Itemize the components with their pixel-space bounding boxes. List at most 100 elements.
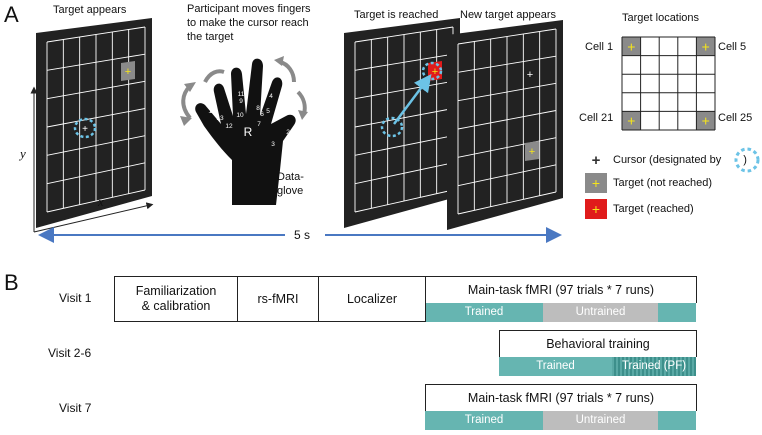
caption-participant-line2: to make the cursor reach [187, 17, 309, 29]
caption-target-appears: Target appears [53, 4, 127, 16]
yellow-plus-icon: + [702, 113, 710, 129]
caption-participant-line3: the target [187, 31, 234, 43]
caption-target-locations: Target locations [622, 12, 700, 24]
sensor-number: 12 [225, 123, 233, 130]
target-reached-swatch [585, 199, 607, 219]
cursor-ring-icon [734, 147, 760, 173]
grid-line [457, 191, 557, 215]
grid-line [46, 162, 146, 185]
legend-reached-label: Target (reached) [613, 203, 694, 215]
sensor-number: 11 [238, 91, 245, 98]
grid-line [457, 82, 557, 102]
screen-target-appears: + + [36, 18, 152, 228]
caption-participant: Participant moves fingers to make the cu… [187, 2, 311, 44]
familiarization-line2: & calibration [141, 299, 211, 313]
seg-trained-pf-v26: Trained (PF) [621, 360, 687, 372]
label-cell25: Cell 25 [718, 112, 753, 124]
corner-target-cell [696, 37, 715, 56]
corner-target-cell [622, 111, 641, 130]
box-main-task-v7: Main-task fMRI (97 trials * 7 runs) [425, 384, 697, 411]
grid-line [457, 110, 557, 130]
legend: + + + [585, 147, 760, 219]
sensor-number: 3 [271, 141, 275, 148]
sensor-number: 8 [256, 105, 260, 112]
grid-screen-2 [354, 26, 454, 213]
box-localizer: Localizer [318, 276, 426, 322]
bar-trained-v7 [425, 410, 543, 430]
yellow-plus-icon: + [627, 113, 635, 129]
caption-data-glove: Data- glove [277, 170, 304, 198]
caption-glove-line2: glove [277, 185, 304, 197]
grid-line [354, 135, 454, 156]
seg-untrained-v7: Untrained [575, 414, 626, 426]
bar-trained-pf-v26 [612, 356, 696, 376]
axis-x-label: x [98, 194, 104, 209]
yellow-plus-icon: + [592, 175, 600, 191]
grid-line [46, 80, 146, 100]
bar-trained-tail-v1 [658, 302, 696, 322]
yellow-plus-icon: + [125, 66, 131, 78]
yellow-plus-icon: + [432, 66, 438, 78]
motion-arrowheads [180, 56, 308, 126]
grid-line [457, 28, 557, 45]
grid-line [354, 189, 454, 213]
legend-cursor-close: ) [743, 154, 747, 166]
cursor-path-arrow [393, 74, 432, 125]
screen-target-reached: + [344, 18, 460, 228]
sensor-number: 6 [260, 111, 264, 118]
bar-untrained-v7 [543, 410, 658, 430]
box-behavioral: Behavioral training [499, 330, 697, 357]
box-familiarization: Familiarization & calibration [114, 276, 238, 322]
duration-label: 5 s [294, 228, 311, 242]
cursor-start-ring-icon [380, 116, 404, 138]
grid-line [46, 108, 146, 128]
cursor-plus-icon: + [82, 124, 88, 135]
seg-trained-v1: Trained [464, 306, 504, 318]
familiarization-line1: Familiarization [135, 284, 217, 298]
box-rsfmri: rs-fMRI [237, 276, 319, 322]
bar-trained-v1 [425, 302, 543, 322]
visit7-label: Visit 7 [59, 401, 92, 415]
seg-trained-v7: Trained [464, 414, 504, 426]
grid-line [457, 137, 557, 158]
panel-letter-b: B [4, 270, 19, 295]
yellow-plus-icon: + [592, 201, 600, 217]
grid-line [46, 53, 146, 71]
seg-untrained-v1: Untrained [575, 306, 626, 318]
grid-line [354, 80, 454, 100]
bar-trained-v26 [499, 356, 612, 376]
label-cell1: Cell 1 [585, 41, 614, 53]
legend-not-reached-label: Target (not reached) [613, 177, 713, 189]
cursor-plus-icon: + [527, 69, 533, 81]
grid-line [354, 26, 454, 43]
label-cell5: Cell 5 [718, 41, 747, 53]
grid-line [457, 164, 557, 187]
yellow-plus-icon: + [627, 38, 635, 54]
sensor-number: 1 [283, 151, 287, 158]
grid-line [354, 53, 454, 71]
sensor-number: 9 [239, 98, 243, 105]
target-not-reached-cell [525, 141, 539, 161]
panel-letter-a: A [4, 2, 19, 27]
grid-screen-3 [457, 28, 557, 215]
corner-target-cell [622, 37, 641, 56]
sensor-number: 5 [266, 108, 270, 115]
target-not-reached-swatch [585, 173, 607, 193]
caption-participant-line1: Participant moves fingers [187, 3, 311, 15]
cursor-plus-icon: + [592, 152, 601, 169]
sensor-number: 13 [216, 115, 224, 122]
yellow-plus-icon: + [529, 146, 535, 158]
box-main-task-v1: Main-task fMRI (97 trials * 7 runs) [425, 276, 697, 303]
sensor-number: 4 [269, 93, 273, 100]
grid-screen-1 [46, 26, 146, 213]
grid-line [46, 26, 146, 43]
label-cell21: Cell 21 [579, 112, 614, 124]
legend-cursor-text: Cursor (designated by [613, 154, 722, 166]
visit26-label: Visit 2-6 [48, 346, 92, 360]
cursor-ring-icon [73, 117, 97, 139]
grid-line [46, 189, 146, 213]
grid-line [354, 162, 454, 185]
caption-target-reached: Target is reached [354, 9, 439, 21]
